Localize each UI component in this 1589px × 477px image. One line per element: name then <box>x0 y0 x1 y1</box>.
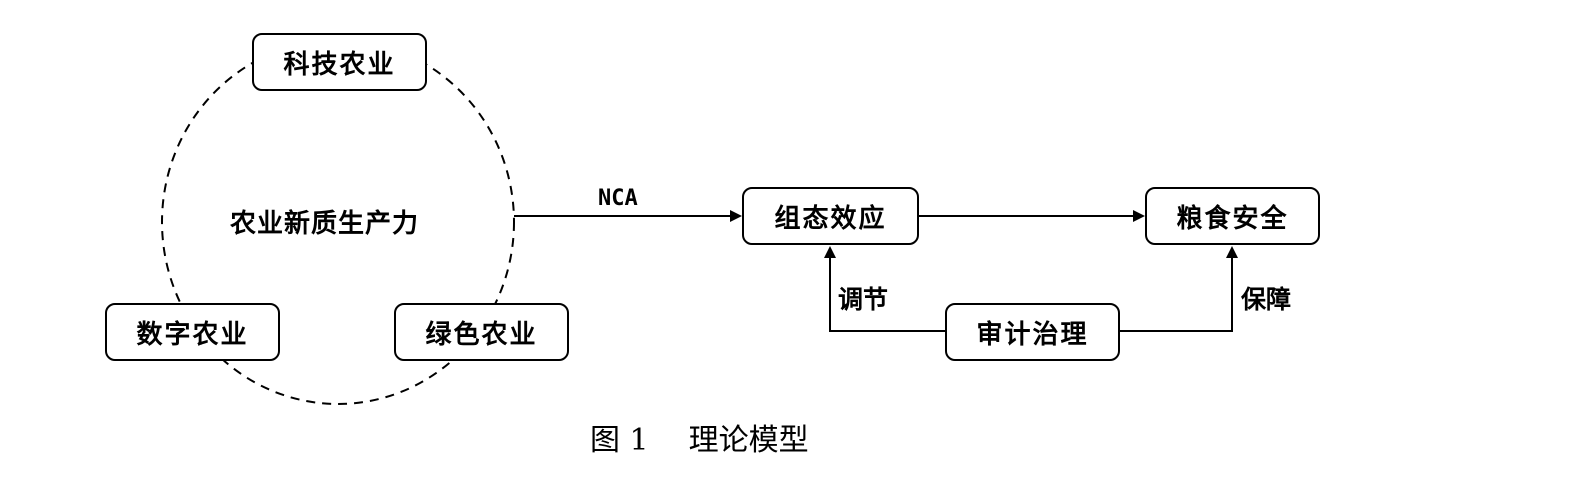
node-audit-governance: 审计治理 <box>945 303 1120 361</box>
arrow-audit-to-food <box>1118 246 1238 332</box>
node-config-effect: 组态效应 <box>742 187 919 245</box>
center-label: 农业新质生产力 <box>230 209 420 239</box>
figure-title: 理论模型 <box>688 423 809 458</box>
node-tech-agri: 科技农业 <box>252 33 427 91</box>
figure-caption: 图 1 理论模型 <box>590 415 809 459</box>
edge-label-regulate: 调节 <box>838 285 889 314</box>
arrow-audit-to-config <box>824 246 945 332</box>
figure-number: 图 1 <box>590 423 649 458</box>
node-green-agri: 绿色农业 <box>394 303 569 361</box>
dashed-circle <box>161 39 515 405</box>
edge-label-guarantee: 保障 <box>1241 285 1292 314</box>
node-food-security: 粮食安全 <box>1145 187 1320 245</box>
edge-label-nca: NCA <box>598 186 638 211</box>
node-digital-agri: 数字农业 <box>105 303 280 361</box>
